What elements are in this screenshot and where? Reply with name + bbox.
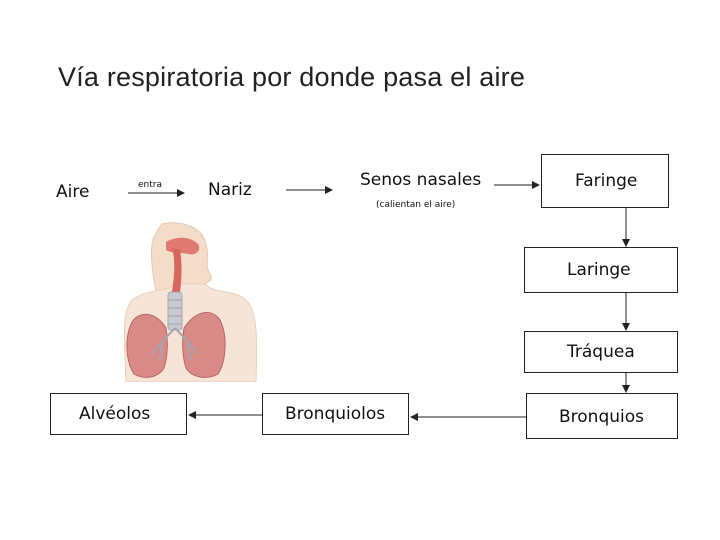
node-faringe: Faringe bbox=[541, 154, 669, 208]
node-traquea-label: Tráquea bbox=[567, 342, 635, 362]
node-aire: Aire bbox=[34, 160, 128, 224]
node-senos-note: (calientan el aire) bbox=[376, 200, 456, 210]
node-bronquiolos-label: Bronquiolos bbox=[285, 404, 386, 424]
node-laringe: Laringe bbox=[524, 247, 678, 293]
node-bronquios: Bronquios bbox=[526, 393, 678, 439]
node-aire-label: Aire bbox=[56, 182, 90, 202]
node-alveolos-label: Alvéolos bbox=[79, 404, 151, 424]
node-nariz-label: Nariz bbox=[208, 180, 252, 200]
node-faringe-label: Faringe bbox=[575, 171, 638, 191]
node-bronquiolos: Bronquiolos bbox=[262, 393, 409, 435]
node-bronquios-label: Bronquios bbox=[559, 407, 644, 427]
node-traquea: Tráquea bbox=[524, 331, 678, 373]
node-alveolos: Alvéolos bbox=[50, 393, 187, 435]
node-senos-nasales: Senos nasales (calientan el aire) bbox=[334, 160, 494, 224]
edge-label-entra: entra bbox=[138, 180, 162, 190]
node-nariz: Nariz bbox=[186, 160, 286, 224]
node-laringe-label: Laringe bbox=[567, 260, 631, 280]
node-senos-label: Senos nasales bbox=[360, 170, 482, 190]
diagram-title: Vía respiratoria por donde pasa el aire bbox=[58, 62, 526, 92]
respiratory-system-illustration bbox=[123, 222, 258, 382]
